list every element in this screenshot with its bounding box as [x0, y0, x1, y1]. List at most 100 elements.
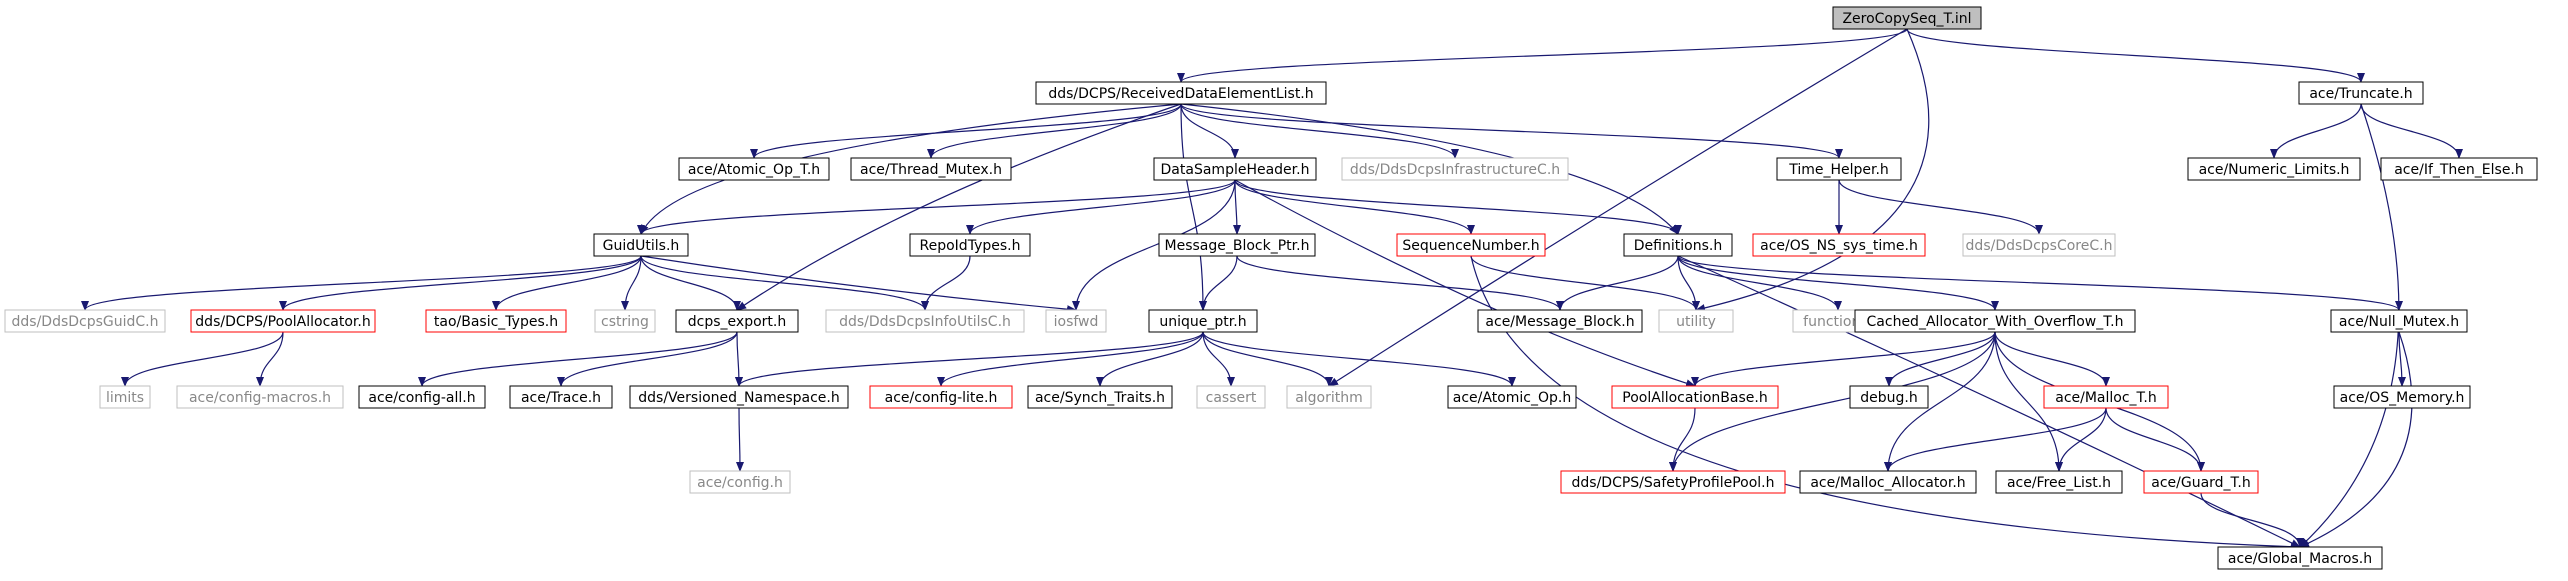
node-configlite[interactable]: ace/config-lite.h [869, 385, 1013, 409]
edge-guidutils-to-poolalloc [279, 255, 642, 311]
node-box [594, 309, 656, 333]
node-safetypool[interactable]: dds/DCPS/SafetyProfilePool.h [1560, 470, 1786, 494]
edge-uniqueptr-to-configlite [937, 331, 1204, 387]
node-configmacros[interactable]: ace/config-macros.h [176, 385, 344, 409]
edge-dsh-to-mbptr [1232, 179, 1241, 235]
node-freelist[interactable]: ace/Free_List.h [1995, 470, 2123, 494]
node-box [2298, 81, 2424, 105]
node-atomicop[interactable]: ace/Atomic_Op.h [1447, 385, 1577, 409]
node-corec[interactable]: dds/DdsDcpsCoreC.h [1962, 233, 2116, 257]
edge-line [735, 331, 1204, 387]
edge-poolalloc-to-limits [121, 331, 284, 387]
node-label: cassert [1206, 390, 1257, 406]
edge-cawo-to-malloct [1994, 331, 2110, 387]
node-label: unique_ptr.h [1159, 314, 1246, 330]
node-dsh[interactable]: DataSampleHeader.h [1153, 157, 1317, 181]
node-cstring[interactable]: cstring [594, 309, 656, 333]
edge-line [640, 255, 929, 311]
node-dcpsexport[interactable]: dcps_export.h [675, 309, 799, 333]
node-trace[interactable]: ace/Trace.h [509, 385, 613, 409]
node-iosfwd[interactable]: iosfwd [1045, 309, 1107, 333]
edge-line [1234, 179, 1682, 235]
edge-line [1677, 255, 1842, 311]
node-osmemory[interactable]: ace/OS_Memory.h [2333, 385, 2471, 409]
node-nullmutex[interactable]: ace/Null_Mutex.h [2330, 309, 2468, 333]
node-infoutils[interactable]: dds/DdsDcpsInfoUtilsC.h [825, 309, 1025, 333]
node-guardt[interactable]: ace/Guard_T.h [2143, 470, 2259, 494]
node-root[interactable]: ZeroCopySeq_T.inl [1832, 6, 1982, 30]
edge-timehelper-to-corec [1838, 179, 2043, 235]
edge-line [2055, 407, 2107, 472]
edge-defs-to-cawo [1677, 255, 1999, 311]
edge-rdel-to-atomicopt [750, 103, 1182, 159]
node-label: ace/Trace.h [521, 390, 601, 406]
edge-line [621, 255, 642, 311]
node-seqnum[interactable]: SequenceNumber.h [1396, 233, 1546, 257]
node-debug[interactable]: debug.h [1849, 385, 1929, 409]
node-repoid[interactable]: RepoIdTypes.h [909, 233, 1031, 257]
node-numlimits[interactable]: ace/Numeric_Limits.h [2187, 157, 2361, 181]
node-malloct[interactable]: ace/Malloc_T.h [2043, 385, 2169, 409]
node-guidc[interactable]: dds/DdsDcpsGuidC.h [4, 309, 166, 333]
edge-guardt-to-globalmacros [2200, 492, 2304, 548]
node-atomicopt[interactable]: ace/Atomic_Op_T.h [678, 157, 830, 181]
node-trunc[interactable]: ace/Truncate.h [2298, 81, 2424, 105]
node-box [689, 470, 791, 494]
node-box [1776, 157, 1902, 181]
node-osns[interactable]: ace/OS_NS_sys_time.h [1752, 233, 1926, 257]
node-config[interactable]: ace/config.h [689, 470, 791, 494]
edge-line [1177, 28, 1908, 83]
node-cassert[interactable]: cassert [1196, 385, 1266, 409]
node-label: cstring [601, 314, 649, 330]
node-box [1045, 309, 1107, 333]
edge-defs-to-utility [1677, 255, 1700, 311]
node-algorithm[interactable]: algorithm [1286, 385, 1372, 409]
node-basictypes[interactable]: tao/Basic_Types.h [425, 309, 567, 333]
node-poolallocbase[interactable]: PoolAllocationBase.h [1611, 385, 1779, 409]
edge-line [1470, 255, 1700, 311]
node-rdel[interactable]: dds/DCPS/ReceivedDataElementList.h [1035, 81, 1327, 105]
node-msgblock[interactable]: ace/Message_Block.h [1477, 309, 1643, 333]
edge-root-to-rdel [1177, 28, 1908, 83]
node-mallocalloc[interactable]: ace/Malloc_Allocator.h [1799, 470, 1977, 494]
node-label: utility [1676, 314, 1716, 330]
node-guidutils[interactable]: GuidUtils.h [593, 233, 689, 257]
node-box [1611, 385, 1779, 409]
edge-dcpsexport-to-trace [557, 331, 738, 387]
node-label: ace/config-lite.h [885, 390, 998, 406]
edge-guidutils-to-cstring [621, 255, 642, 311]
node-label: dds/Versioned_Namespace.h [638, 390, 839, 406]
edge-root-to-trunc [1906, 28, 2365, 83]
edge-line [2270, 103, 2362, 159]
node-configall[interactable]: ace/config-all.h [358, 385, 486, 409]
edge-line [121, 331, 284, 387]
node-utility[interactable]: utility [1658, 309, 1734, 333]
node-box [1027, 385, 1173, 409]
node-infracore[interactable]: dds/DdsDcpsInfrastructureC.h [1341, 157, 1569, 181]
node-cawo[interactable]: Cached_Allocator_With_Overflow_T.h [1854, 309, 2136, 333]
node-versioned[interactable]: dds/Versioned_Namespace.h [629, 385, 849, 409]
node-box [1447, 385, 1577, 409]
edge-trunc-to-globalmacros [2299, 103, 2400, 548]
node-threadmutex[interactable]: ace/Thread_Mutex.h [850, 157, 1012, 181]
node-ifthen[interactable]: ace/If_Then_Else.h [2380, 157, 2538, 181]
edge-uniqueptr-to-atomicop [1202, 331, 1516, 387]
edge-root-to-algorithm [1328, 28, 1908, 387]
edge-line [1669, 407, 1696, 472]
node-synchtraits[interactable]: ace/Synch_Traits.h [1027, 385, 1173, 409]
edge-cawo-to-safetypool [1669, 331, 1996, 472]
edge-uniqueptr-to-synchtraits [1096, 331, 1204, 387]
node-mbptr[interactable]: Message_Block_Ptr.h [1158, 233, 1316, 257]
node-defs[interactable]: Definitions.h [1623, 233, 1733, 257]
node-label: dds/DdsDcpsGuidC.h [12, 314, 159, 330]
node-box [678, 157, 830, 181]
node-globalmacros[interactable]: ace/Global_Macros.h [2217, 546, 2383, 570]
node-label: ace/Numeric_Limits.h [2199, 162, 2350, 178]
node-limits[interactable]: limits [99, 385, 151, 409]
node-label: ace/OS_Memory.h [2340, 390, 2465, 406]
node-uniqueptr[interactable]: unique_ptr.h [1148, 309, 1258, 333]
node-timehelper[interactable]: Time_Helper.h [1776, 157, 1902, 181]
node-box [2217, 546, 2383, 570]
edge-line [2360, 103, 2463, 159]
node-poolalloc[interactable]: dds/DCPS/PoolAllocator.h [190, 309, 376, 333]
